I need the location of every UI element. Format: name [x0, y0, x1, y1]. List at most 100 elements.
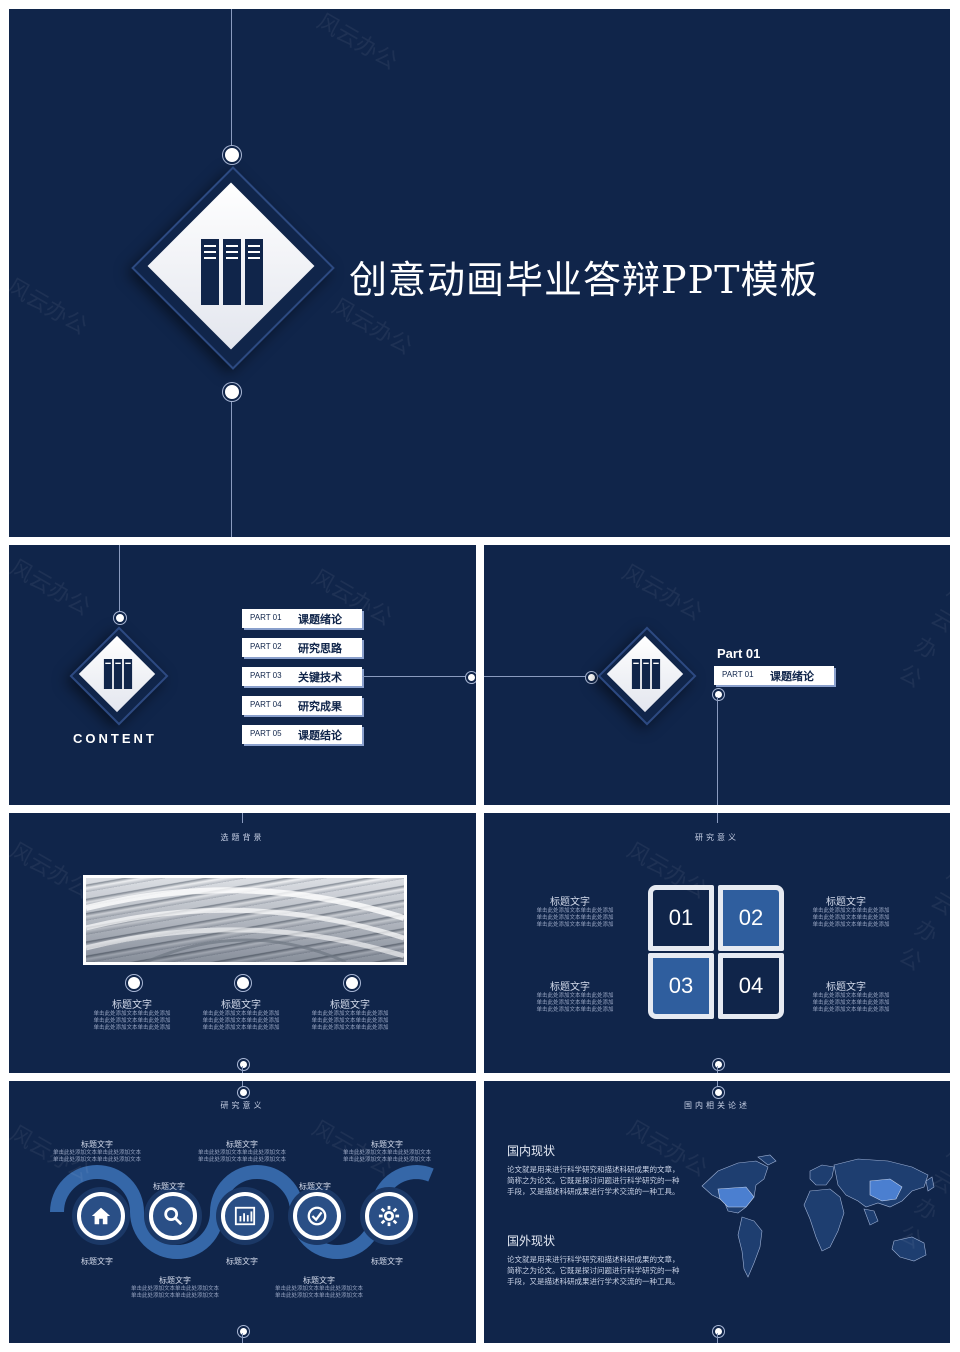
- part-connector: [484, 676, 588, 677]
- bg-item-body: 单击此处添加文本单击此处添加 单击此处添加文本单击此处添加 单击此处添加文本单击…: [202, 1011, 280, 1031]
- contents-node: [114, 612, 126, 624]
- part-row-3[interactable]: PART 03 关键技术: [242, 667, 362, 686]
- bg-bottom-line: [242, 1066, 243, 1073]
- wave-lower-title: 标题文字: [226, 1257, 258, 1266]
- check-icon[interactable]: [293, 1192, 341, 1240]
- bg-bottom-node: [238, 1059, 249, 1070]
- chart-icon[interactable]: [221, 1192, 269, 1240]
- significance-grid-slide: 研究意义 01 02 03 04 标题文字 单击此处添加文本单击此处添加 单击此…: [484, 813, 950, 1073]
- sig-bottom-node: [713, 1059, 724, 1070]
- wave-top-node: [238, 1087, 249, 1098]
- wave-top-body: 单击此处添加文本单击此处添加文本 单击此处添加文本单击此处添加文本: [342, 1150, 431, 1163]
- wave-top-body: 单击此处添加文本单击此处添加文本 单击此处添加文本单击此处添加文本: [52, 1150, 141, 1163]
- watermark: 风云办公: [894, 860, 950, 977]
- domestic-title: 国内现状: [507, 1144, 556, 1158]
- sig-bottom-line: [717, 1066, 718, 1073]
- section-title: 选题背景: [220, 833, 265, 842]
- section-title: 国内相关论述: [684, 1101, 750, 1110]
- home-icon[interactable]: [77, 1192, 125, 1240]
- bg-item-title: 标题文字: [112, 1000, 152, 1011]
- wave-top-line: [242, 1081, 243, 1087]
- bg-item-body: 单击此处添加文本单击此处添加 单击此处添加文本单击此处添加 单击此处添加文本单击…: [311, 1011, 389, 1031]
- number-box-04: 04: [718, 953, 784, 1019]
- map-highlight-usa: [717, 1186, 755, 1208]
- sig-item-body: 单击此处添加文本单击此处添加 单击此处添加文本单击此处添加 单击此处添加文本单击…: [536, 908, 614, 928]
- part-row-2[interactable]: PART 02 研究思路: [242, 638, 362, 657]
- wave-top-title: 标题文字: [226, 1140, 258, 1149]
- cover-title: 创意动画毕业答辩PPT模板: [349, 258, 819, 302]
- dom-top-line: [717, 1081, 718, 1087]
- part-title: 研究思路: [298, 642, 342, 655]
- number-box-01: 01: [648, 885, 714, 951]
- world-map: [701, 1154, 935, 1278]
- sig-item-title: 标题文字: [826, 897, 866, 908]
- wave-bottom-line: [242, 1333, 243, 1343]
- search-icon[interactable]: [149, 1192, 197, 1240]
- watermark: 风云办公: [617, 560, 707, 626]
- cover-bottom-line: [231, 401, 232, 537]
- wave-bottom-body: 单击此处添加文本单击此处添加文本 单击此处添加文本单击此处添加文本: [130, 1286, 219, 1299]
- number-box-03: 03: [648, 953, 714, 1019]
- books-icon: [103, 659, 133, 689]
- part-num: PART 04: [250, 700, 282, 709]
- sig-item-title: 标题文字: [550, 982, 590, 993]
- part-heading: Part 01: [717, 646, 761, 661]
- books-icon: [631, 659, 661, 689]
- watermark: 风云办公: [9, 274, 92, 340]
- part-row-4[interactable]: PART 04 研究成果: [242, 696, 362, 715]
- wave-lower-title: 标题文字: [371, 1257, 403, 1266]
- contents-line: [119, 545, 120, 613]
- wave-bottom-title: 标题文字: [303, 1276, 335, 1285]
- part-title: 课题绪论: [298, 613, 342, 626]
- part-row-1[interactable]: PART 01 课题绪论: [242, 609, 362, 628]
- part-title: 研究成果: [298, 700, 342, 713]
- wave-lower-title: 标题文字: [81, 1257, 113, 1266]
- gear-icon[interactable]: [365, 1192, 413, 1240]
- part-title: 课题绪论: [770, 670, 814, 683]
- part-down-line: [717, 697, 718, 805]
- wave-bottom-node: [238, 1326, 249, 1337]
- contents-label: CONTENT: [73, 731, 157, 746]
- building-image: [83, 875, 407, 965]
- part-row-5[interactable]: PART 05 课题结论: [242, 725, 362, 744]
- sig-item-body: 单击此处添加文本单击此处添加 单击此处添加文本单击此处添加 单击此处添加文本单击…: [536, 993, 614, 1013]
- watermark: 风云办公: [9, 555, 95, 621]
- part-title: 关键技术: [298, 671, 342, 684]
- part-num: PART 03: [250, 671, 282, 680]
- part-title: 课题结论: [298, 729, 342, 742]
- significance-wave-slide: 研究意义 标题文字 单击此处添加文本单击此处添加文本 单击此处添加文本单击此处添…: [9, 1081, 476, 1343]
- part-num: PART 02: [250, 642, 282, 651]
- part-slide: Part 01 PART 01 课题绪论 风云办公 风云办公: [484, 545, 950, 805]
- sig-item-body: 单击此处添加文本单击此处添加 单击此处添加文本单击此处添加 单击此处添加文本单击…: [812, 993, 890, 1013]
- bg-node-2: [235, 975, 251, 991]
- bg-node-3: [344, 975, 360, 991]
- foreign-title: 国外现状: [507, 1234, 556, 1248]
- part-num: PART 05: [250, 729, 282, 738]
- sig-item-title: 标题文字: [826, 982, 866, 993]
- sig-top-line: [717, 813, 718, 823]
- part-bottom-node: [713, 689, 724, 700]
- wave-bottom-body: 单击此处添加文本单击此处添加文本 单击此处添加文本单击此处添加文本: [274, 1286, 363, 1299]
- cover-top-line: [231, 9, 232, 147]
- part-row-active[interactable]: PART 01 课题绪论: [714, 666, 834, 685]
- dom-top-node: [713, 1087, 724, 1098]
- cover-slide: 创意动画毕业答辩PPT模板 风云办公 风云办公 风云办公: [9, 9, 950, 537]
- cover-bottom-node: [223, 383, 241, 401]
- wave-top-body: 单击此处添加文本单击此处添加文本 单击此处添加文本单击此处添加文本: [197, 1150, 286, 1163]
- contents-slide: CONTENT PART 01 课题绪论 PART 02 研究思路 PART 0…: [9, 545, 476, 805]
- watermark: 风云办公: [9, 838, 95, 904]
- part-left-node: [586, 672, 597, 683]
- wave-top-title: 标题文字: [371, 1140, 403, 1149]
- domestic-slide: 国内相关论述 国内现状 论文就是用来进行科学研究和描述科研成果的文章，简称之为论…: [484, 1081, 950, 1343]
- bg-item-body: 单击此处添加文本单击此处添加 单击此处添加文本单击此处添加 单击此处添加文本单击…: [93, 1011, 171, 1031]
- map-highlight-china: [869, 1178, 903, 1202]
- foreign-body: 论文就是用来进行科学研究和描述科研成果的文章，简称之为论文。它既是探讨问题进行科…: [507, 1255, 680, 1286]
- sig-item-title: 标题文字: [550, 897, 590, 908]
- dom-bottom-line: [717, 1333, 718, 1343]
- cover-top-node: [223, 146, 241, 164]
- wave-mid-title: 标题文字: [299, 1182, 331, 1191]
- bg-item-title: 标题文字: [221, 1000, 261, 1011]
- background-slide: 选题背景 标题文字 单击此处添加文本单击此处添加 单击此处添加文本单击此处添加 …: [9, 813, 476, 1073]
- watermark: 风云办公: [312, 9, 402, 75]
- watermark: 风云办公: [894, 577, 950, 694]
